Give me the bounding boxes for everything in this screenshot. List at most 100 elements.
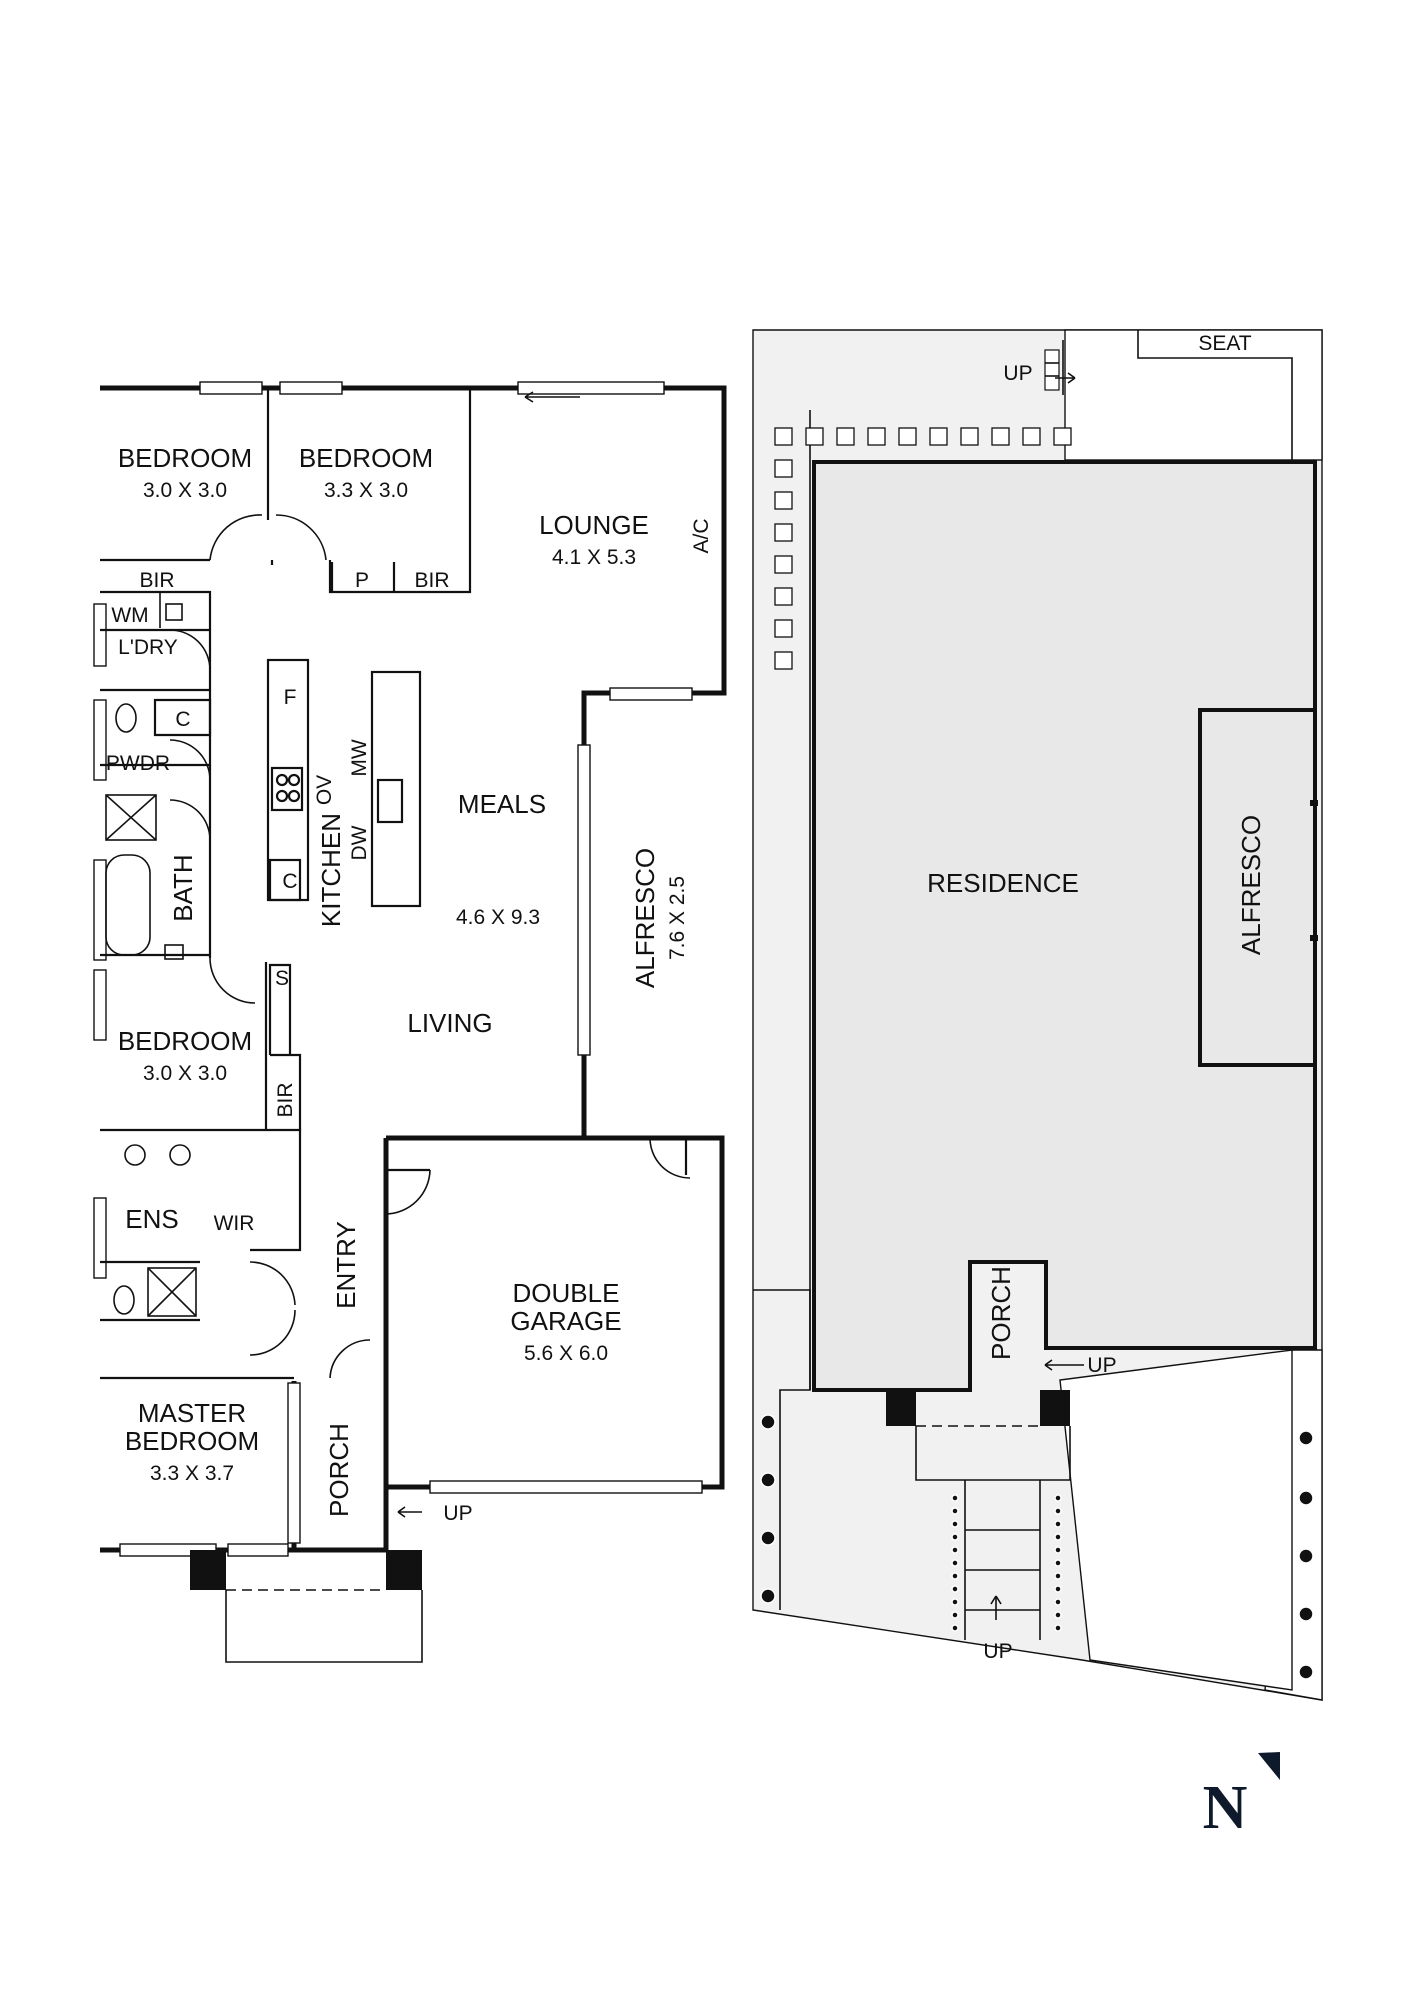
step-light [1054, 1572, 1062, 1580]
step-light [1054, 1624, 1062, 1632]
master-line2: BEDROOM [125, 1426, 259, 1456]
paver-square [774, 491, 793, 510]
paver-square [805, 427, 824, 446]
bedroom-3-dim: 3.0 X 3.0 [143, 1062, 227, 1085]
window [577, 744, 591, 1056]
window [93, 969, 107, 1041]
kitchen-benches [266, 658, 422, 908]
oven-label: OV [313, 775, 336, 805]
bedroom-2-label: BEDROOM [299, 443, 433, 473]
window [199, 381, 263, 395]
garden-light [1298, 1430, 1314, 1446]
site-window [1310, 800, 1318, 941]
bathroom-fixtures [105, 603, 197, 1317]
garden-light [760, 1588, 776, 1604]
step-light [1054, 1585, 1062, 1593]
garden-light [1298, 1664, 1314, 1680]
slide-arrows [397, 391, 580, 1518]
dishwasher-label: DW [348, 825, 371, 860]
pantry-label: P [355, 569, 369, 592]
up-label-floor: UP [443, 1502, 472, 1525]
garden-light [1298, 1490, 1314, 1506]
step-light [951, 1585, 959, 1593]
paver-square [836, 427, 855, 446]
step-light [1054, 1533, 1062, 1541]
garden-light [1298, 1606, 1314, 1622]
step-light [1054, 1559, 1062, 1567]
step-light [951, 1572, 959, 1580]
residence-label: RESIDENCE [927, 868, 1079, 898]
step-light [951, 1507, 959, 1515]
paver-square [774, 651, 793, 670]
step-light [1054, 1611, 1062, 1619]
compass-north-letter: N [1203, 1774, 1248, 1842]
door-swings [169, 514, 691, 1379]
site-up-label-porch: UP [1087, 1354, 1116, 1377]
paver-square [929, 427, 948, 446]
step-light [1054, 1546, 1062, 1554]
step-light [951, 1520, 959, 1528]
bedroom-1-dim: 3.0 X 3.0 [143, 479, 227, 502]
step-light [951, 1611, 959, 1619]
bedroom-3-label: BEDROOM [118, 1026, 252, 1056]
step-light [951, 1533, 959, 1541]
north-compass: N [1203, 1752, 1280, 1842]
step-light [1054, 1520, 1062, 1528]
cupboard-label-1: C [175, 708, 190, 731]
step-light [951, 1624, 959, 1632]
porch-steps [190, 1550, 423, 1663]
microwave-label: MW [348, 739, 371, 776]
paver-square [774, 555, 793, 574]
step-light [1054, 1507, 1062, 1515]
alfresco-dim: 7.6 X 2.5 [666, 876, 689, 960]
ac-label: A/C [690, 518, 713, 553]
step-light [951, 1559, 959, 1567]
alfresco-outline [1198, 708, 1317, 1067]
bir-label-3: BIR [274, 1082, 297, 1117]
paver-square [774, 427, 793, 446]
floor-plan [93, 381, 727, 1663]
step-light [951, 1546, 959, 1554]
ens-label: ENS [125, 1204, 178, 1234]
north-arrow-icon [1258, 1752, 1280, 1780]
window [93, 1197, 107, 1279]
paver-square [960, 427, 979, 446]
window [93, 859, 107, 961]
site-alfresco-label: ALFRESCO [1236, 815, 1266, 955]
window [287, 1382, 301, 1544]
paver-square [774, 523, 793, 542]
garage-door [429, 1480, 703, 1494]
bedroom-2-dim: 3.3 X 3.0 [324, 479, 408, 502]
wm-label: WM [111, 604, 148, 627]
meals-label: MEALS [458, 789, 546, 819]
paver-square [867, 427, 886, 446]
porch-label: PORCH [324, 1423, 354, 1517]
site-up-label-steps: UP [983, 1640, 1012, 1663]
living-label: LIVING [407, 1008, 492, 1038]
window [279, 381, 343, 395]
garage-line1: DOUBLE [513, 1278, 620, 1308]
lounge-dim: 4.1 X 5.3 [552, 546, 636, 569]
entry-label: ENTRY [331, 1221, 361, 1309]
master-line1: MASTER [138, 1398, 246, 1428]
paver-square [774, 587, 793, 606]
kitchen-label: KITCHEN [316, 813, 346, 927]
site-porch-label: PORCH [986, 1266, 1016, 1360]
site-plan [752, 329, 1323, 1701]
bir-label-1: BIR [139, 569, 174, 592]
step-light [951, 1494, 959, 1502]
garden-lights [760, 1414, 1314, 1680]
paver-square [774, 619, 793, 638]
step-light [1054, 1598, 1062, 1606]
alfresco-label: ALFRESCO [630, 848, 660, 988]
garden-light [1298, 1548, 1314, 1564]
wir-label: WIR [214, 1212, 255, 1235]
laundry-label: L'DRY [118, 636, 178, 659]
paver-square [774, 459, 793, 478]
paver-square [898, 427, 917, 446]
paver-squares [774, 427, 1072, 670]
window [227, 1543, 289, 1557]
internal-walls [100, 388, 722, 1380]
lounge-label: LOUNGE [539, 510, 649, 540]
